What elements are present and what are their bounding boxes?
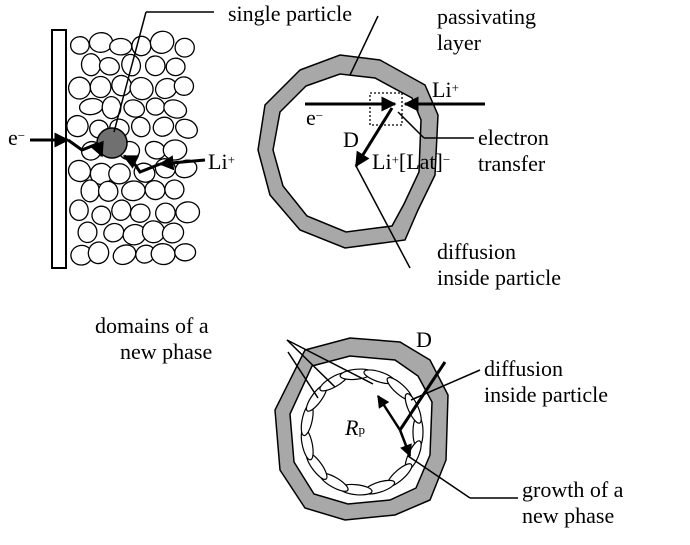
growth-label-1: growth of a [522,477,624,502]
diffusion-inside2-label-2: inside particle [484,382,609,407]
electrode-particle [129,203,151,223]
lithium-lattice-label: Li+[Lat]− [372,149,451,174]
electrode-particle [89,75,112,99]
diffusion-inside-label-1: diffusion [437,239,517,264]
electrode-particle [144,55,166,77]
electrode-particle [111,74,133,97]
electrode-particle [174,37,195,58]
electrode-particle [69,36,90,55]
electrode-particle [164,179,185,200]
electrode-particle [144,180,166,201]
electrode-particle [175,118,198,139]
diffusion-coefficient-label: D [343,127,359,152]
panel2-arrows [305,15,485,269]
current-collector [51,29,67,269]
electrode-particle [87,241,110,265]
electrode-particle [163,99,188,119]
electrode-particle [165,57,186,77]
domains-label-2: new phase [120,339,213,364]
passivating-layer-label-2: layer [437,30,481,55]
domains-label-1: domains of a [95,313,209,338]
electrode-particle [80,53,102,77]
particle-radius-label: Rp [345,415,365,440]
electrode-particle [123,99,146,118]
electron-transfer-label-2: transfer [478,151,546,176]
electrode-particle [103,222,125,243]
electrode-particle [145,97,166,116]
electrode-particle [152,116,175,137]
passivating-layer-label-1: passivating [437,4,536,29]
electrode-particle [112,244,137,266]
electrode-particle [66,114,89,138]
electrode-particle [150,243,176,266]
electrode-particle [88,32,114,53]
electrode-particle [162,139,188,161]
electrode-particle [109,37,133,56]
lithium-ion-label-right: Li+ [432,77,459,102]
electrode-particle [80,179,100,203]
electrode-particle [97,180,119,202]
electron-transfer-label-1: electron [478,125,549,150]
electrode-particle [108,163,131,185]
diffusion-coefficient-label-bottom: D [416,327,432,352]
electrode-particle [111,199,132,221]
electrode-particle [155,202,176,224]
panel1-arrows [30,11,214,174]
electrode-particle [130,116,151,138]
electrode-particle [175,201,201,224]
electrode-particle [69,199,89,222]
electrode-particle [98,57,120,76]
electrode-particle [173,76,195,96]
electrode-particle [161,222,185,244]
electrode-particle [91,205,112,226]
electrode-particle [129,76,154,101]
electrode-particle [149,30,175,54]
lithium-ion-label-left: Li+ [208,149,235,174]
electrode-particles [66,30,201,266]
electrode-particle [67,159,92,183]
electrode-particle [174,243,197,262]
electron-label-right: e− [306,105,324,130]
electron-label-left: e− [8,125,26,150]
electrode-particle [78,97,104,116]
single-particle-label: single particle [228,1,353,26]
growth-label-2: new phase [522,503,615,528]
diffusion-inside2-label-1: diffusion [484,356,564,381]
passivated-particle [257,54,439,249]
electrode-particle [77,221,98,244]
diffusion-inside-label-2: inside particle [437,265,562,290]
panel3-arrows [286,339,518,499]
electrode-particle [67,76,92,100]
